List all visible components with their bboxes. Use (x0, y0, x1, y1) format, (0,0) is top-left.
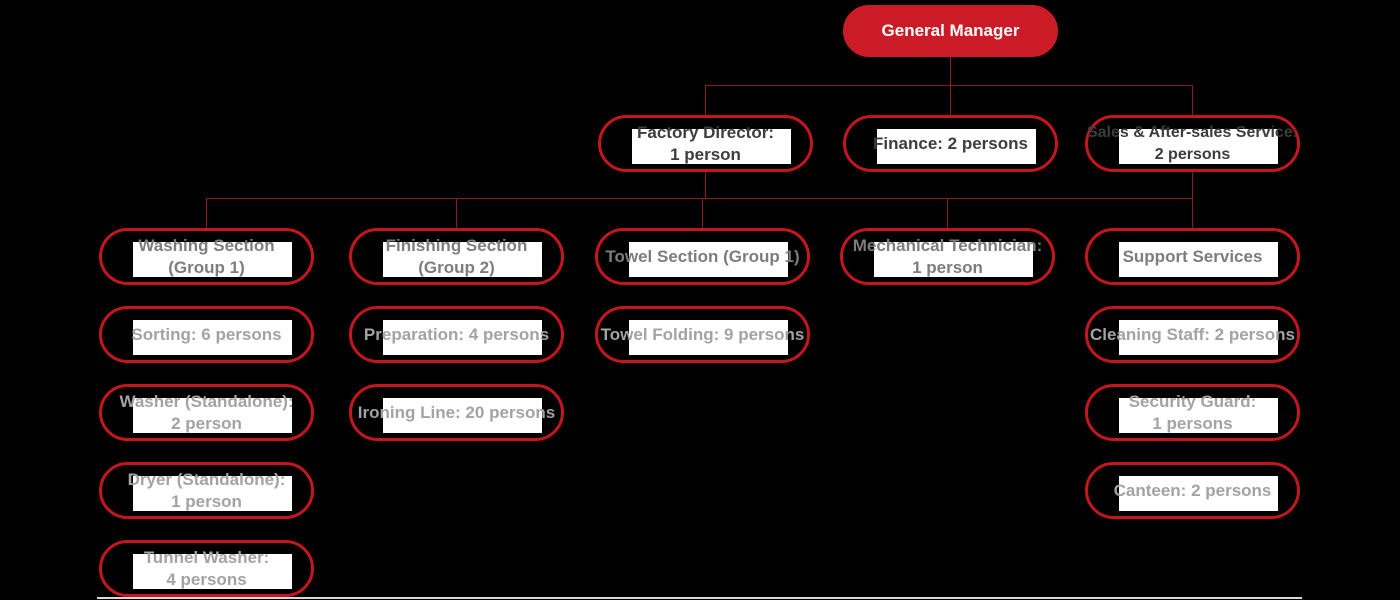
node-label: Towel Folding: 9 persons (600, 324, 805, 344)
node-support-services: Support Services (1085, 228, 1300, 285)
node-finishing-section: Finishing Section (Group 2) (349, 228, 564, 285)
node-tunnel-washer: Tunnel Washer: 4 persons (99, 540, 314, 597)
node-label: Dryer (Standalone): 1 person (127, 469, 286, 511)
node-factory-director: Factory Director: 1 person (598, 115, 813, 172)
text-highlight (632, 128, 792, 165)
text-highlight (1119, 241, 1279, 278)
text-highlight (1119, 475, 1279, 512)
connector-drop-towel (702, 198, 703, 228)
node-label: Support Services (1122, 246, 1263, 266)
node-cleaning-staff: Cleaning Staff: 2 persons (1085, 306, 1300, 363)
node-towel-section: Towel Section (Group 1) (595, 228, 810, 285)
text-highlight (133, 319, 293, 356)
node-label: Canteen: 2 persons (1113, 480, 1272, 500)
connector-gm-down (950, 57, 951, 85)
connector-drop-mechanical (947, 198, 948, 228)
node-towel-folding: Towel Folding: 9 persons (595, 306, 810, 363)
node-ironing-line: Ironing Line: 20 persons (349, 384, 564, 441)
text-highlight (874, 241, 1034, 278)
text-highlight (877, 128, 1037, 165)
text-highlight (133, 553, 293, 590)
connector-sales-down (1192, 172, 1193, 198)
text-highlight (1119, 128, 1279, 165)
node-sorting: Sorting: 6 persons (99, 306, 314, 363)
node-sales-after-sales: Sales & After-sales Service: 2 persons (1085, 115, 1300, 172)
text-highlight (383, 319, 543, 356)
node-dryer-standalone: Dryer (Standalone): 1 person (99, 462, 314, 519)
node-security-guard: Security Guard: 1 persons (1085, 384, 1300, 441)
text-highlight (133, 241, 293, 278)
connector-drop-support (1192, 198, 1193, 228)
node-preparation: Preparation: 4 persons (349, 306, 564, 363)
node-label: Washer (Standalone): 2 person (119, 391, 294, 433)
node-label: Sales & After-sales Service: 2 persons (1086, 123, 1299, 163)
text-highlight (1119, 319, 1279, 356)
text-highlight (383, 397, 543, 434)
node-label: Cleaning Staff: 2 persons (1090, 324, 1295, 344)
node-label: Towel Section (Group 1) (605, 246, 800, 266)
figure-bottom-edge (97, 597, 1302, 599)
node-label: Security Guard: 1 persons (1128, 391, 1257, 433)
connector-bar-level2 (705, 85, 1192, 86)
connector-factory-director-down (705, 172, 706, 198)
text-highlight (629, 241, 789, 278)
connector-drop-washing (206, 198, 207, 228)
node-general-manager: General Manager (843, 5, 1058, 57)
connector-drop-sales (1192, 85, 1193, 115)
connector-bar-level3 (206, 198, 1192, 199)
node-washing-section: Washing Section (Group 1) (99, 228, 314, 285)
node-label: General Manager (881, 21, 1020, 40)
connector-drop-factory-director (705, 85, 706, 115)
node-label: Tunnel Washer: 4 persons (143, 547, 270, 589)
node-mechanical-technician: Mechanical Technician: 1 person (840, 228, 1055, 285)
connector-drop-finance (950, 85, 951, 115)
text-highlight (383, 241, 543, 278)
node-label: Ironing Line: 20 persons (357, 402, 556, 422)
node-label: Finance: 2 persons (873, 133, 1028, 153)
node-label: Washing Section (Group 1) (138, 235, 275, 277)
text-highlight (1119, 397, 1279, 434)
text-highlight (133, 397, 293, 434)
node-label: Preparation: 4 persons (363, 324, 550, 344)
node-label: Sorting: 6 persons (131, 324, 282, 344)
node-canteen: Canteen: 2 persons (1085, 462, 1300, 519)
text-highlight (629, 319, 789, 356)
text-highlight (133, 475, 293, 512)
node-finance: Finance: 2 persons (843, 115, 1058, 172)
node-label: Mechanical Technician: 1 person (852, 235, 1043, 277)
connector-drop-finishing (456, 198, 457, 228)
node-label: Finishing Section (Group 2) (385, 235, 528, 277)
node-label: Factory Director: 1 person (637, 122, 774, 164)
node-washer-standalone: Washer (Standalone): 2 person (99, 384, 314, 441)
